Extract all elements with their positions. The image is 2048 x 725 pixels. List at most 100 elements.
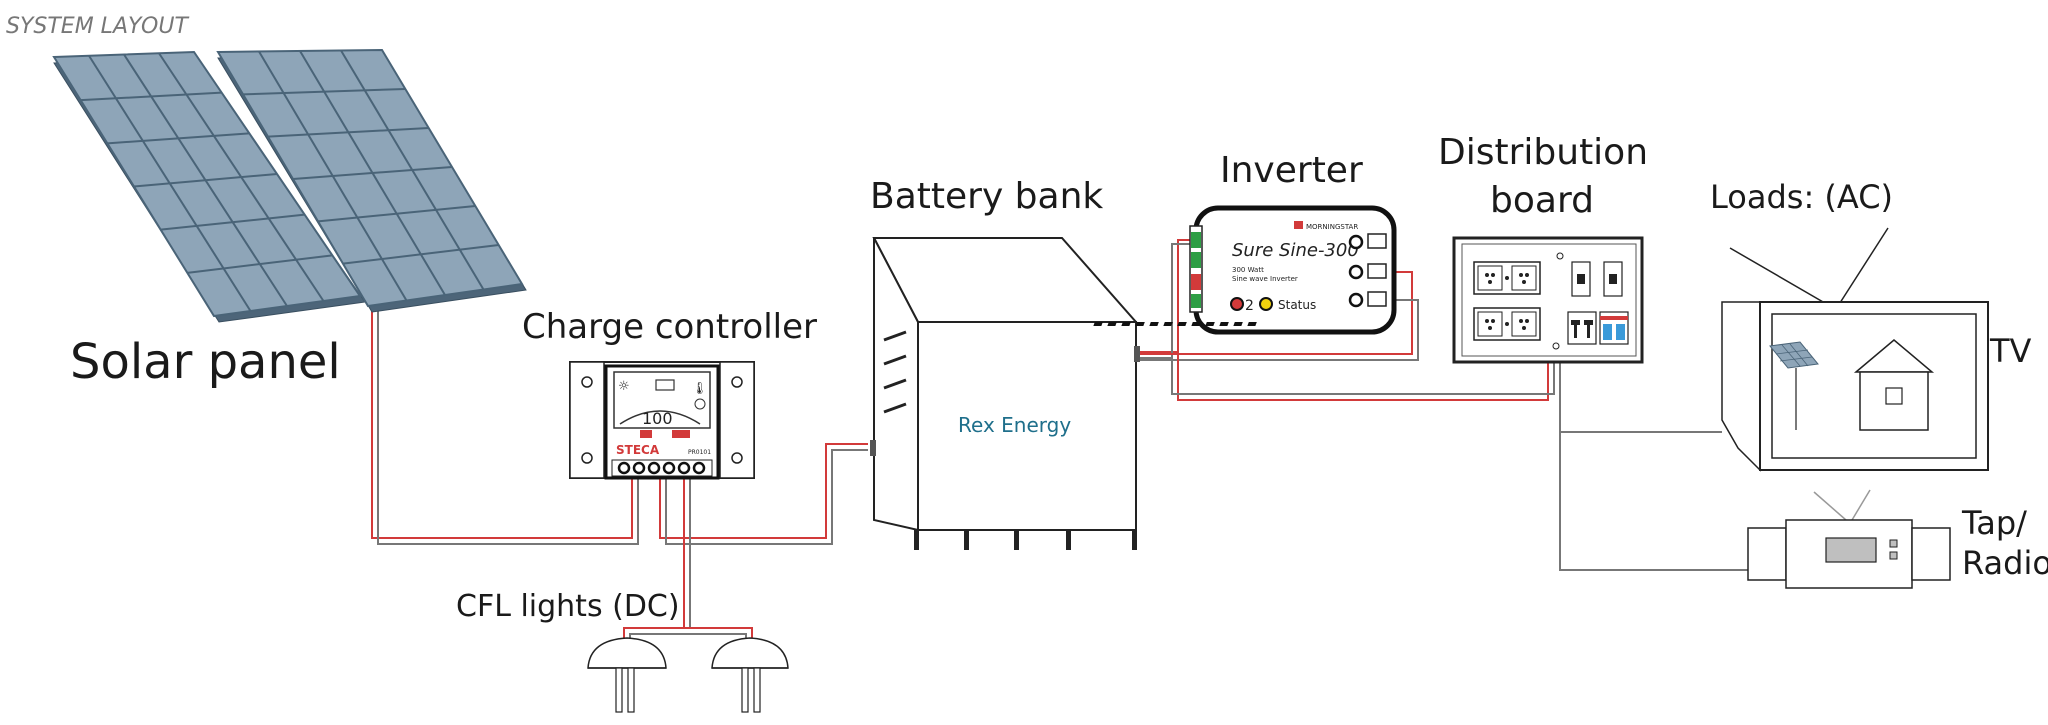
- vent-slot: [883, 330, 907, 342]
- grille-slot: [1191, 322, 1201, 326]
- cell-line: [317, 205, 476, 223]
- inverter-model: Sure Sine-300: [1232, 240, 1359, 261]
- cfl-light-right: [711, 637, 789, 713]
- tv-back: [1721, 301, 1761, 472]
- distribution-label-line1: Distribution: [1438, 132, 1648, 173]
- led-status-icon: [1259, 297, 1273, 311]
- thermometer-icon: 🌡: [692, 381, 707, 395]
- breaker-left: [1567, 311, 1597, 345]
- battery-icon: [655, 379, 675, 391]
- radio-right-speaker: [1911, 527, 1951, 581]
- wire-inverter-dist-gray-2: [1171, 358, 1555, 395]
- mount-hole-icon: [731, 452, 743, 464]
- tv-antenna-left: [1729, 247, 1831, 307]
- wire-controller-battery-red: [659, 443, 868, 539]
- tap-label-line2: Radio: [1962, 544, 2048, 582]
- controller-model: PR0101: [688, 449, 711, 456]
- output-port: [1367, 233, 1387, 249]
- terminal-green: [1191, 232, 1201, 248]
- cfl-light-left: [587, 637, 667, 713]
- battery-bank-label: Battery bank: [870, 176, 1103, 217]
- wire-dist-radio: [1559, 432, 1748, 571]
- radio-button-icon: [1889, 551, 1898, 560]
- tv-antenna-right: [1837, 227, 1889, 307]
- inverter-sub2: Sine wave Inverter: [1232, 275, 1298, 283]
- tv-screen: [1771, 313, 1977, 459]
- loads-label: Loads: (AC): [1710, 178, 1893, 216]
- terminal-screw-icon: [617, 461, 631, 475]
- cell-line: [242, 88, 406, 96]
- led-red-icon: [1230, 297, 1244, 311]
- inverter-status: Status: [1278, 298, 1316, 312]
- maker-logo-icon: [1294, 221, 1303, 229]
- inverter-label: Inverter: [1220, 150, 1363, 191]
- battery-terminal-left: [870, 440, 876, 456]
- cell-line: [160, 213, 305, 231]
- solar-panel-right: [216, 48, 527, 313]
- socket-icon: [1477, 311, 1503, 337]
- socket-icon: [1477, 265, 1503, 291]
- wire-dist-tv: [1559, 360, 1722, 433]
- output-port: [1367, 291, 1387, 307]
- battery-feet: [914, 530, 1137, 550]
- cell-line: [133, 173, 278, 188]
- radio: [1747, 489, 1951, 589]
- charge-arc: [619, 410, 701, 425]
- load-indicator-icon: [694, 398, 706, 410]
- cell-line: [342, 244, 499, 265]
- radio-left-speaker: [1747, 527, 1787, 581]
- terminal-screw-icon: [692, 461, 706, 475]
- mount-hole-icon: [731, 376, 743, 388]
- terminal-screw-icon: [632, 461, 646, 475]
- radio-button-icon: [1889, 539, 1898, 548]
- grille-slot: [1107, 322, 1117, 326]
- cell-line: [187, 254, 333, 274]
- terminal-screw-icon: [677, 461, 691, 475]
- cfl-label: CFL lights (DC): [456, 589, 680, 624]
- dist-board-inner: [1461, 243, 1637, 357]
- vent-slot: [883, 378, 907, 390]
- battery-front: [917, 321, 1137, 531]
- cell-line: [267, 127, 429, 138]
- sun-icon: ☼: [618, 379, 630, 394]
- inverter-led-number: 2: [1245, 298, 1254, 314]
- battery-top: [872, 237, 1139, 323]
- socket-icon: [1348, 292, 1364, 308]
- charge-controller-label: Charge controller: [522, 307, 817, 347]
- indicator-icon: [1552, 342, 1560, 350]
- vent-slot: [883, 402, 907, 414]
- indicator-icon: [1556, 252, 1564, 260]
- output-port: [1367, 263, 1387, 279]
- wire-inverter-dist-gray: [1138, 299, 1419, 361]
- cell-line: [292, 166, 453, 180]
- wire-battery-inverter-gray: [1138, 243, 1190, 359]
- grille-slot: [1135, 322, 1145, 326]
- grille-slot: [1149, 322, 1159, 326]
- grille-slot: [1219, 322, 1229, 326]
- distribution-label-line2: board: [1490, 180, 1594, 221]
- grille-slot: [1163, 322, 1173, 326]
- mount-hole-icon: [581, 452, 593, 464]
- terminal-screw-icon: [662, 461, 676, 475]
- inverter-grille: [1093, 322, 1257, 326]
- distribution-board: [1452, 236, 1644, 364]
- grille-slot: [1121, 322, 1131, 326]
- solar-panel-array: [52, 48, 527, 323]
- radio-display: [1825, 537, 1877, 563]
- terminal-screws: [617, 461, 706, 475]
- wire-inverter-dist-red-2: [1177, 352, 1549, 401]
- tv-label: TV: [1989, 332, 2032, 370]
- grille-slot: [1247, 322, 1257, 326]
- terminal-red: [1191, 274, 1201, 290]
- controller-left-bracket: [569, 361, 605, 479]
- tv: [1721, 227, 1989, 472]
- terminal-green: [1191, 252, 1201, 268]
- battery-terminal-right: [1134, 346, 1140, 362]
- terminal-green: [1191, 294, 1201, 308]
- battery-bank: Rex Energy: [870, 237, 1140, 550]
- charge-controller: ☼ 🌡 100 STECA PR0101: [569, 361, 755, 480]
- charge-percent: 100: [642, 409, 673, 428]
- battery-brand: Rex Energy: [958, 413, 1071, 437]
- socket-icon: [1511, 265, 1537, 291]
